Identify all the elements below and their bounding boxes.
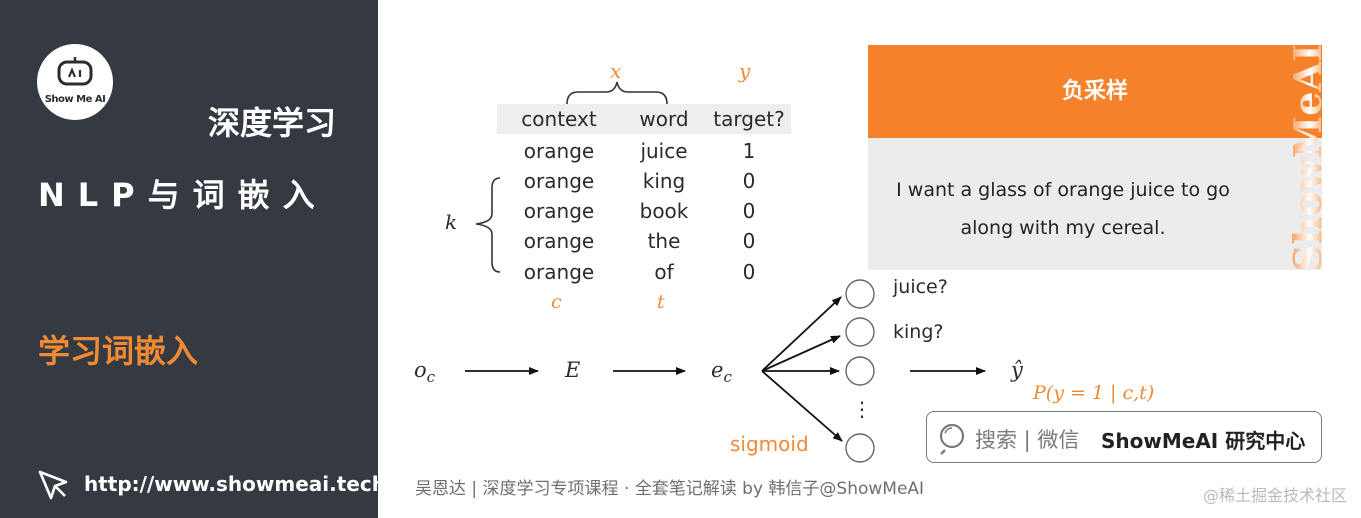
x-label: x <box>610 59 622 83</box>
subject-title: NLP与词嵌入 <box>38 176 328 214</box>
wechat-search-box[interactable]: 搜索 | 微信 ShowMeAI 研究中心 <box>926 411 1322 463</box>
table-cell: the <box>647 229 681 253</box>
watermark: @稀土掘金技术社区 <box>1202 486 1347 505</box>
table-cell: orange <box>523 169 595 193</box>
section-title: 学习词嵌入 <box>38 332 199 370</box>
table-header-bar <box>497 104 791 134</box>
header-context: context <box>521 107 597 131</box>
king-question: king? <box>893 321 944 343</box>
table-cell: 0 <box>742 229 756 253</box>
showmeai-logo: Show Me AI <box>37 44 113 120</box>
oc-symbol: o <box>414 358 427 382</box>
logo-text: Show Me AI <box>44 94 106 105</box>
search-icon <box>939 423 965 455</box>
sigmoid-node-3 <box>845 356 875 386</box>
table-cell: king <box>642 169 686 193</box>
table-cell: juice <box>640 139 688 163</box>
showmeai-vertical-brand: ShowMeAI <box>1290 44 1330 272</box>
probability-label: P(y = 1 | c,t) <box>1033 382 1155 404</box>
table-cell: 0 <box>742 260 756 284</box>
ellipsis-dots: ⋮ <box>852 397 872 421</box>
table-cell: 1 <box>742 139 756 163</box>
footer-credit: 吴恩达 | 深度学习专项课程 · 全套笔记解读 by 韩信子@ShowMeAI <box>415 479 925 499</box>
table-cell: 0 <box>742 169 756 193</box>
search-brand: ShowMeAI 研究中心 <box>1101 429 1306 453</box>
search-text: 搜索 | 微信 <box>975 428 1080 452</box>
t-label: t <box>657 291 665 313</box>
table-cell: orange <box>523 139 595 163</box>
oc-label: oc <box>414 358 435 386</box>
ec-subscript: c <box>723 368 732 387</box>
course-title: 深度学习 <box>207 104 336 142</box>
card-sentence-line2: along with my cereal. <box>960 217 1166 239</box>
robot-icon <box>57 57 93 86</box>
arrow-to-node4 <box>761 370 843 442</box>
table-cell: orange <box>523 199 595 223</box>
k-label: k <box>445 210 458 234</box>
sidebar: Show Me AI 深度学习 NLP与词嵌入 学习词嵌入 http://www… <box>0 0 393 518</box>
card-sentence-line1: I want a glass of orange juice to go <box>896 179 1230 201</box>
table-cell: 0 <box>742 199 756 223</box>
top-brace <box>566 81 668 105</box>
sigmoid-node-1 <box>845 279 875 309</box>
header-target: target? <box>713 107 785 131</box>
yhat-label: ŷ <box>1011 358 1023 382</box>
cursor-icon <box>38 470 68 500</box>
card-title: 负采样 <box>868 45 1322 138</box>
c-label: c <box>551 291 562 313</box>
sigmoid-node-2 <box>845 317 875 347</box>
sigmoid-node-4 <box>845 433 875 463</box>
ec-label: ec <box>711 358 732 386</box>
sigmoid-label: sigmoid <box>730 432 809 456</box>
embedding-matrix-label: E <box>565 358 581 382</box>
table-cell: orange <box>523 260 595 284</box>
website-link[interactable]: http://www.showmeai.tech/ <box>84 472 394 496</box>
oc-subscript: c <box>426 368 436 387</box>
table-cell: of <box>654 260 674 284</box>
table-cell: orange <box>523 229 595 253</box>
card-body: I want a glass of orange juice to go alo… <box>868 138 1322 270</box>
arrow-to-node2 <box>761 335 841 372</box>
table-cell: book <box>639 199 689 223</box>
svg-text:ShowMeAI: ShowMeAI <box>1290 44 1330 272</box>
ec-symbol: e <box>711 358 724 382</box>
juice-question: juice? <box>893 276 948 298</box>
header-word: word <box>639 107 689 131</box>
y-label: y <box>739 59 751 83</box>
arrow-to-node1 <box>761 296 842 372</box>
left-brace <box>475 177 501 273</box>
